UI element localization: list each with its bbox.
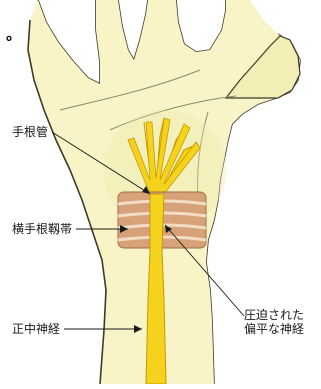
label-transverse-carpal-ligament: 横手根靱帯 <box>12 222 72 236</box>
label-flattened-nerve-line2: 偏平な神経 <box>244 322 304 336</box>
label-flattened-nerve-line1: 圧迫された <box>244 308 304 322</box>
label-median-nerve: 正中神経 <box>12 322 60 336</box>
stray-mark: ° <box>5 33 13 52</box>
label-carpal-tunnel: 手根管 <box>12 125 48 139</box>
label-flattened-nerve: 圧迫された 偏平な神経 <box>244 308 304 336</box>
